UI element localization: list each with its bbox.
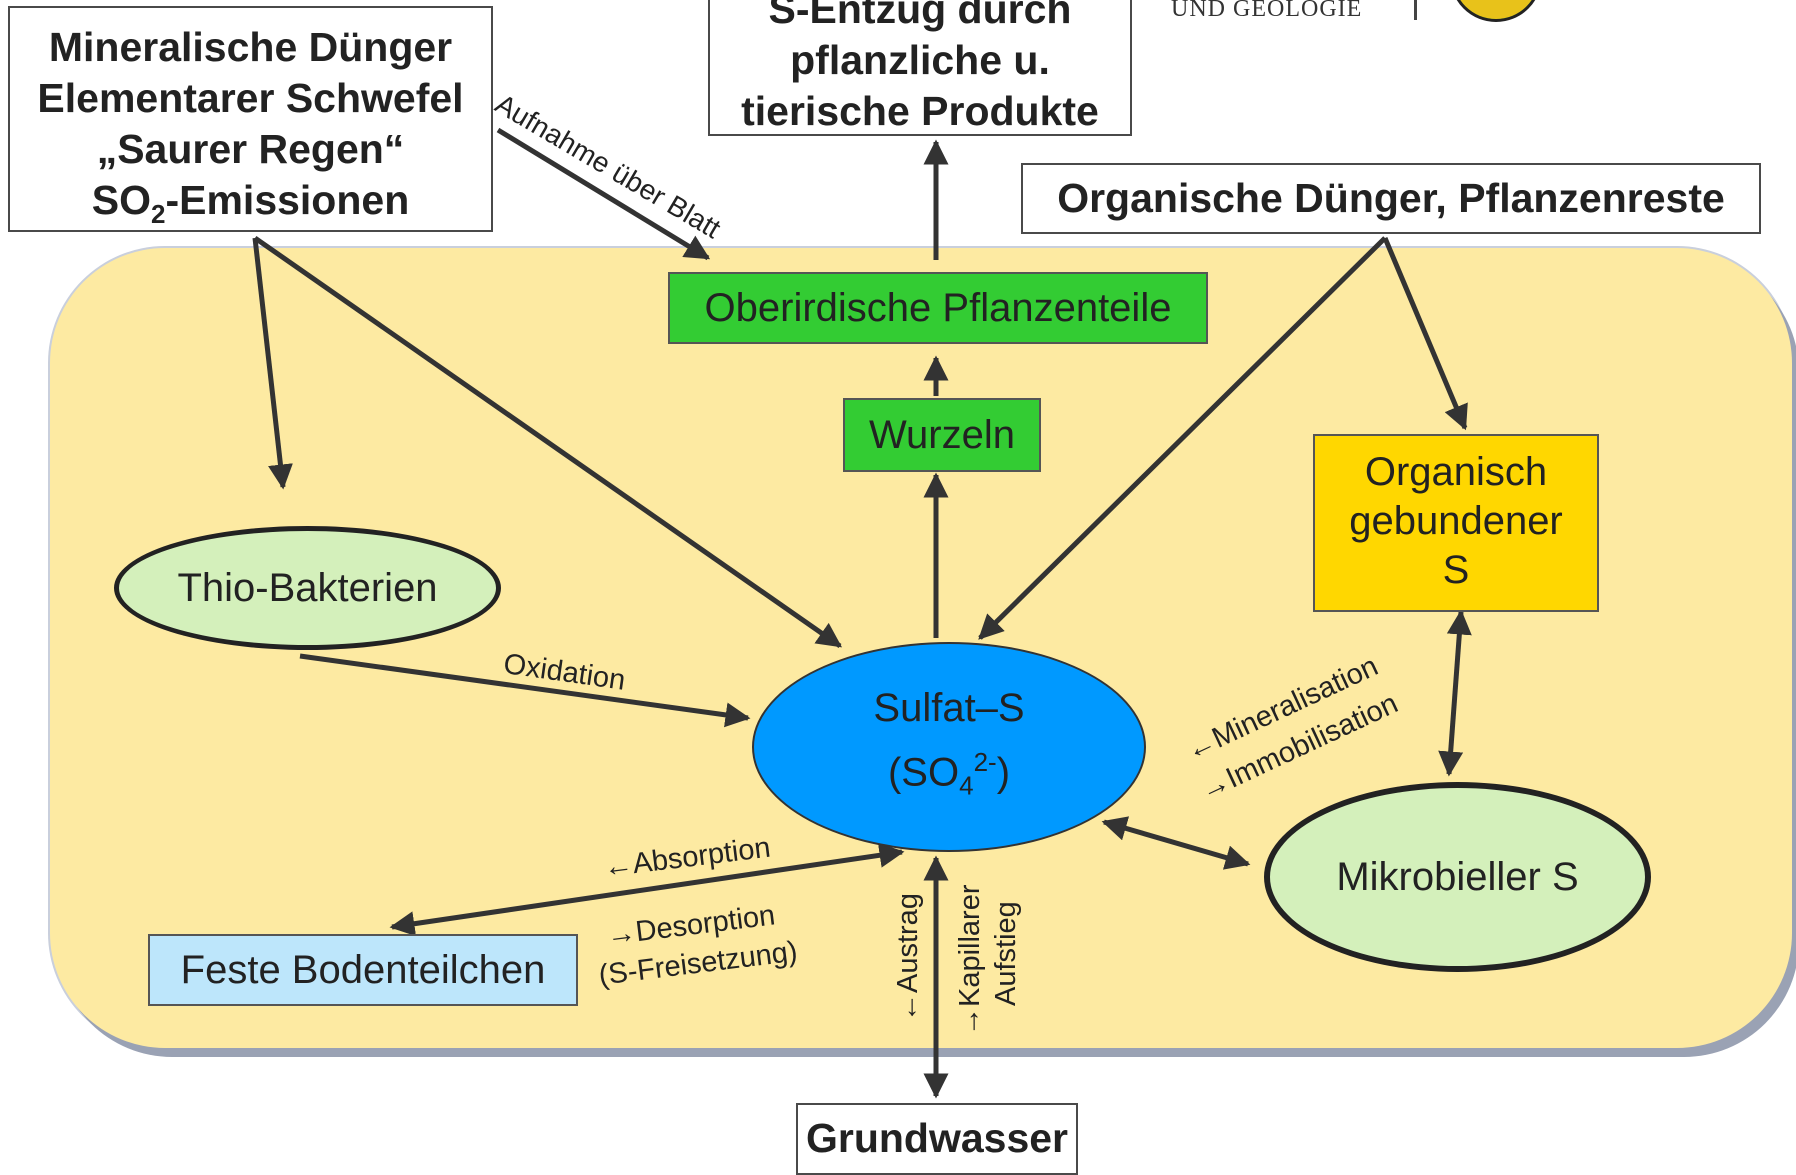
thio-bakterien-ellipse: Thio-Bakterien bbox=[114, 526, 501, 650]
entzug-line3: tierische Produkte bbox=[741, 88, 1099, 134]
arrow-gebunden-mikro bbox=[1438, 609, 1472, 777]
mineral-line2: Elementarer Schwefel bbox=[37, 75, 464, 121]
label-kapillarer: →Kapillarer bbox=[954, 884, 986, 1037]
arrow-mineral-sulfat bbox=[253, 235, 843, 649]
org-gebunden-line3: S bbox=[1442, 548, 1470, 592]
entzug-line1: S-Entzug durch bbox=[768, 0, 1072, 32]
arrow-mineral-thio bbox=[252, 237, 293, 490]
mineral-line3: „Saurer Regen“ bbox=[96, 126, 405, 172]
wurzeln-box: Wurzeln bbox=[843, 398, 1041, 472]
coat-of-arms-icon bbox=[1450, 0, 1542, 22]
mikrobieller-s-ellipse: Mikrobieller S bbox=[1264, 782, 1651, 972]
organisch-gebundener-s-box: Organisch gebundener S bbox=[1313, 434, 1599, 612]
sulfat-line2: (SO42-) bbox=[887, 747, 1011, 801]
org-gebunden-line1: Organisch bbox=[1364, 450, 1548, 494]
arrow-thio-sulfat bbox=[299, 653, 751, 728]
label-aufstieg: Aufstieg bbox=[990, 901, 1022, 1006]
feste-bodenteilchen-box: Feste Bodenteilchen bbox=[148, 934, 578, 1006]
arrow-mineral-blatt bbox=[496, 127, 711, 261]
s-entzug-box: S-Entzug durch pflanzliche u. tierische … bbox=[708, 0, 1132, 136]
logo-divider bbox=[1414, 0, 1417, 20]
organische-duenger-box: Organische Dünger, Pflanzenreste bbox=[1021, 163, 1761, 234]
sulfat-line1: Sulfat–S bbox=[873, 686, 1025, 731]
arrow-sulfat-mikro bbox=[1101, 816, 1251, 870]
logo-text: UND GEOLOGIE bbox=[1171, 0, 1363, 22]
sulfat-s-ellipse: Sulfat–S (SO42-) bbox=[752, 642, 1146, 852]
mineral-sources-box: Mineralische Dünger Elementarer Schwefel… bbox=[8, 6, 493, 232]
grundwasser-box: Grundwasser bbox=[796, 1103, 1078, 1175]
mineral-line1: Mineralische Dünger bbox=[48, 24, 453, 70]
arrow-organisch-gebunden bbox=[1382, 237, 1468, 431]
oberirdische-pflanzenteile-box: Oberirdische Pflanzenteile bbox=[668, 272, 1208, 344]
org-gebunden-line2: gebundener bbox=[1349, 499, 1563, 543]
mineral-line4: SO2-Emissionen bbox=[91, 177, 410, 230]
arrow-organisch-sulfat bbox=[978, 236, 1387, 640]
arrow-sulfat-feste bbox=[389, 842, 905, 937]
label-austrag: ←Austrag bbox=[892, 893, 924, 1022]
entzug-line2: pflanzliche u. bbox=[790, 37, 1050, 83]
